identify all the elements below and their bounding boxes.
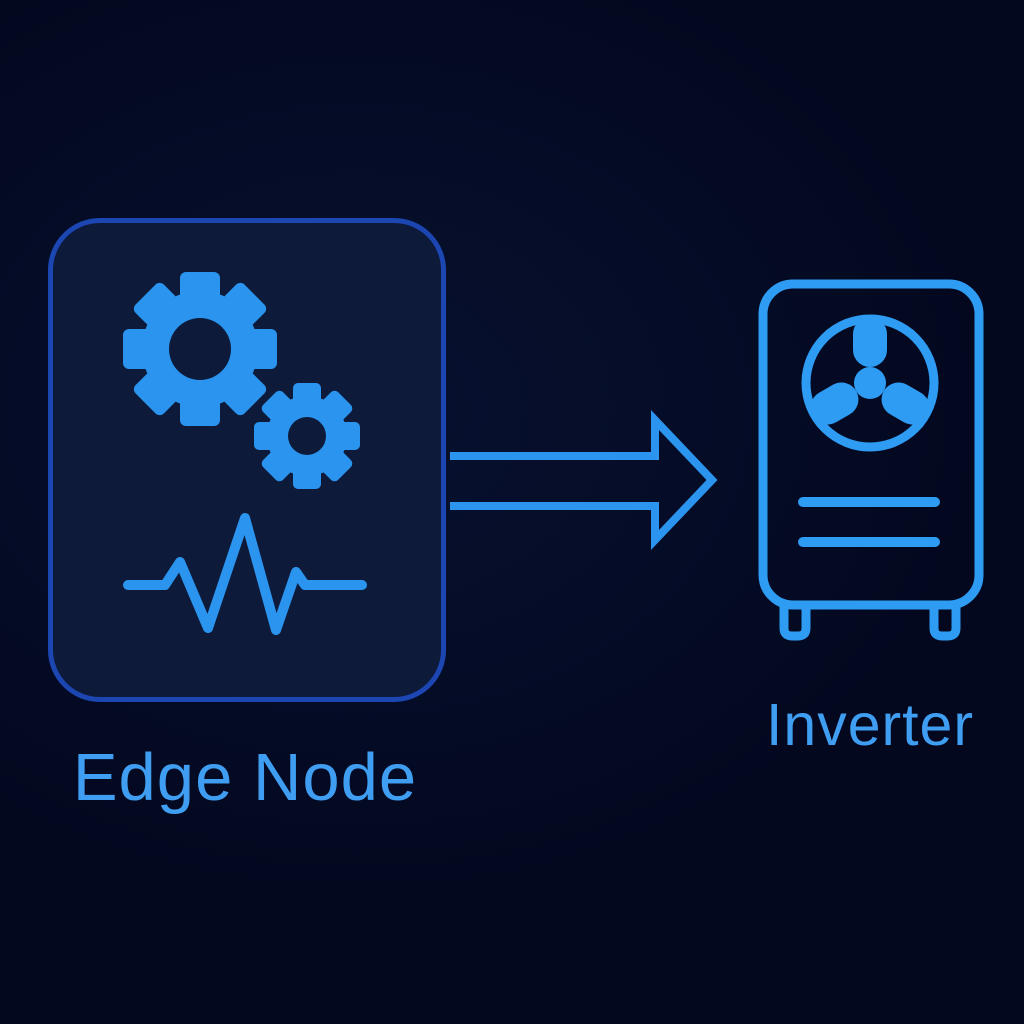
edge-node-label: Edge Node	[72, 740, 418, 815]
arrow-right-icon	[450, 410, 718, 551]
fan-icon	[801, 314, 939, 452]
inverter-label: Inverter	[765, 692, 975, 758]
inverter-body	[758, 279, 984, 610]
foot-left	[779, 602, 811, 641]
gear-icon	[123, 272, 277, 426]
foot-right	[929, 602, 961, 641]
edge-node-icons	[123, 272, 367, 635]
inverter-icon	[758, 279, 984, 641]
small-gear-icon	[254, 383, 360, 489]
edge-node-box	[48, 218, 446, 702]
pulse-waveform-icon	[123, 513, 367, 635]
